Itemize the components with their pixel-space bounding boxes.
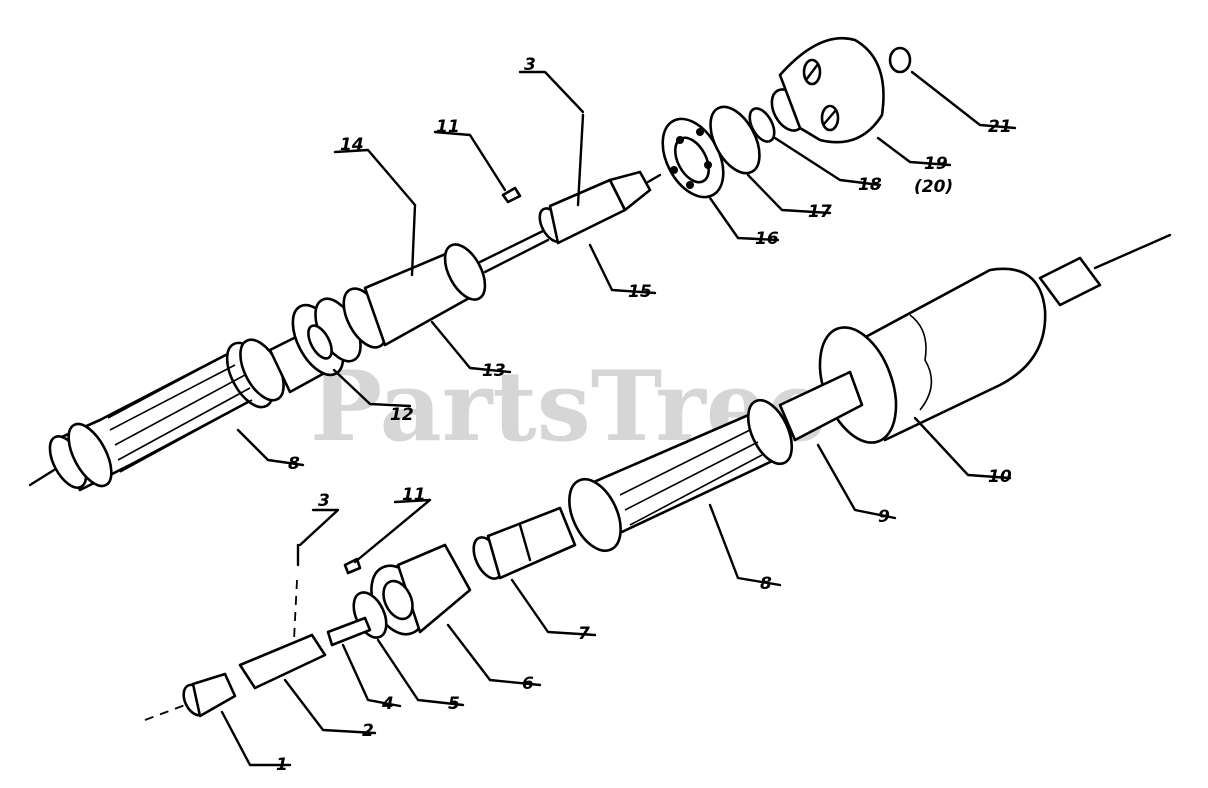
part-15-coupler (538, 170, 662, 245)
callout-4: 4 (381, 694, 394, 714)
callout-11-lower: 11 (402, 485, 426, 505)
callout-8-upper: 8 (288, 454, 300, 474)
callout-13: 13 (482, 361, 506, 381)
callout-15: 15 (628, 282, 652, 302)
callout-21: 21 (988, 117, 1012, 137)
part-6-hub (370, 543, 472, 636)
part-21-nut (888, 46, 912, 74)
callout-6: 6 (522, 674, 534, 694)
callout-3-upper: 3 (524, 55, 536, 75)
callout-18: 18 (858, 175, 882, 195)
callout-5: 5 (448, 694, 460, 714)
part-1-cap (182, 672, 237, 718)
leader-lines (220, 70, 1017, 767)
part-10-guard (818, 267, 1047, 444)
callout-19: 19 (924, 154, 948, 174)
callout-16: 16 (755, 229, 779, 249)
callout-20: (20) (914, 177, 953, 197)
callout-8-lower: 8 (760, 574, 772, 594)
callout-11-upper: 11 (436, 117, 460, 137)
part-8-lower-grip (568, 398, 794, 552)
callout-labels: 1 2 3 3 4 5 6 7 8 8 9 10 11 11 12 13 14 … (276, 55, 1012, 775)
part-3-pin-upper (576, 113, 585, 207)
part-8-upper-grip (48, 338, 285, 492)
upper-assembly (28, 36, 912, 492)
callout-14: 14 (340, 135, 364, 155)
part-18-washer (748, 107, 776, 143)
callout-3-lower: 3 (318, 491, 330, 511)
part-12-nut (291, 297, 362, 377)
lower-shaft-end (1093, 233, 1172, 270)
part-7-sleeve (472, 506, 577, 580)
callout-17: 17 (808, 202, 832, 222)
part-14-screw (410, 203, 417, 277)
upper-inner-shaft (478, 228, 547, 264)
part-11-key-upper (501, 186, 522, 204)
callout-2: 2 (362, 721, 374, 741)
part-9-tube (778, 370, 864, 442)
callout-9: 9 (878, 507, 890, 527)
callout-12: 12 (390, 405, 414, 425)
callout-1: 1 (276, 755, 288, 775)
part-4-spindle (326, 616, 372, 647)
part-19-housing (770, 36, 885, 144)
callout-7: 7 (578, 624, 590, 644)
part-2-coupler (238, 633, 327, 690)
callout-10: 10 (988, 467, 1012, 487)
part-16-bearing (661, 117, 725, 199)
part-13-tube (342, 243, 487, 349)
lower-assembly (144, 233, 1172, 721)
centerline-lower (144, 704, 186, 721)
